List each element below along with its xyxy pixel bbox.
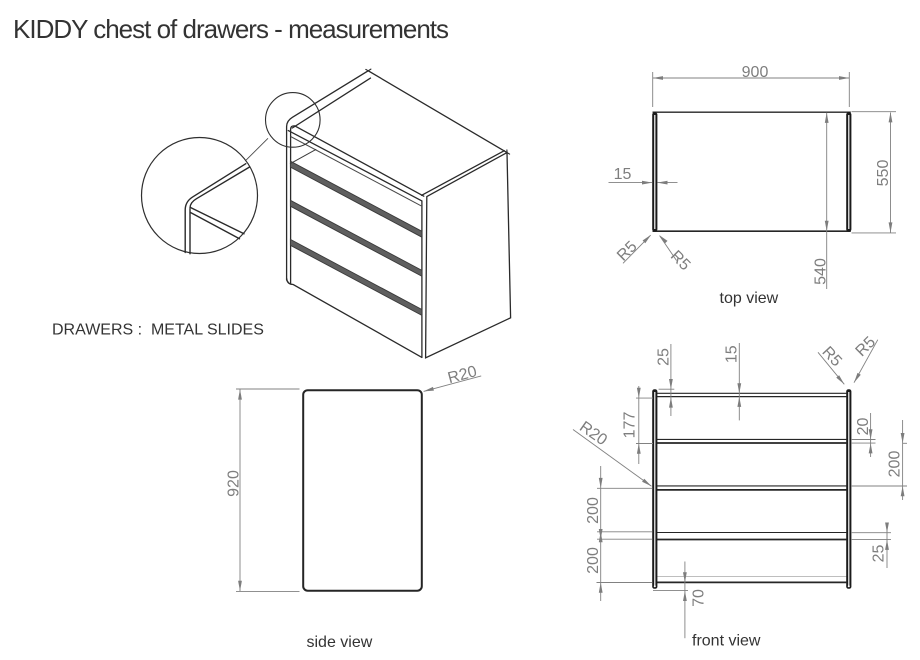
svg-text:540: 540 [813, 258, 830, 285]
svg-text:15: 15 [614, 166, 632, 183]
svg-text:70: 70 [690, 589, 707, 607]
svg-text:900: 900 [742, 64, 769, 81]
svg-text:15: 15 [723, 345, 740, 363]
svg-text:top view: top view [720, 290, 779, 307]
svg-text:20: 20 [855, 418, 872, 436]
svg-text:200: 200 [585, 497, 602, 524]
svg-text:DRAWERS : METAL SLIDES: DRAWERS : METAL SLIDES [52, 322, 264, 339]
svg-text:KIDDY chest of drawers - measu: KIDDY chest of drawers - measurements [13, 14, 449, 44]
svg-text:25: 25 [655, 348, 672, 366]
svg-text:side view: side view [307, 634, 373, 651]
svg-text:25: 25 [871, 545, 888, 563]
svg-text:front view: front view [692, 633, 761, 650]
svg-text:200: 200 [886, 451, 903, 478]
svg-text:177: 177 [621, 412, 638, 439]
svg-text:920: 920 [226, 470, 243, 497]
svg-text:550: 550 [875, 160, 892, 187]
svg-text:200: 200 [585, 547, 602, 574]
